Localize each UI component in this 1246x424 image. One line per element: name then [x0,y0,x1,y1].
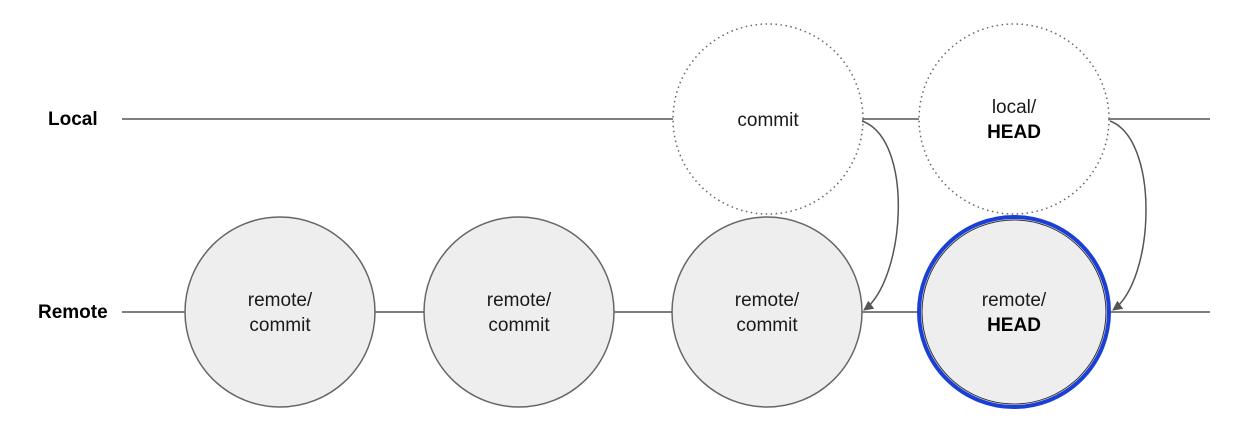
remote-node-head-line1: remote/ [982,290,1047,311]
remote-node-commit-1: remote/ commit [184,216,376,408]
remote-node-1-line2: commit [249,315,311,336]
remote-node-1-line1: remote/ [248,290,313,311]
remote-node-commit-3: remote/ commit [671,216,863,408]
remote-node-3-line1: remote/ [735,290,800,311]
row-label-remote: Remote [38,302,108,323]
local-node-commit: commit [672,23,864,215]
remote-node-2-line1: remote/ [487,290,552,311]
remote-node-commit-2: remote/ commit [423,216,615,408]
local-node-commit-label: commit [737,110,799,131]
remote-node-head-line2: HEAD [987,315,1041,336]
local-node-head: local/ HEAD [918,23,1110,215]
local-node-head-line2: HEAD [987,122,1041,143]
local-node-head-line1: local/ [992,97,1037,118]
remote-node-head: remote/ HEAD [917,215,1111,409]
arrow-local-commit-to-remote [861,120,899,311]
remote-node-3-line2: commit [736,315,798,336]
remote-node-2-line2: commit [488,315,550,336]
row-label-local: Local [48,109,98,130]
arrow-local-head-to-remote-head [1109,120,1147,311]
